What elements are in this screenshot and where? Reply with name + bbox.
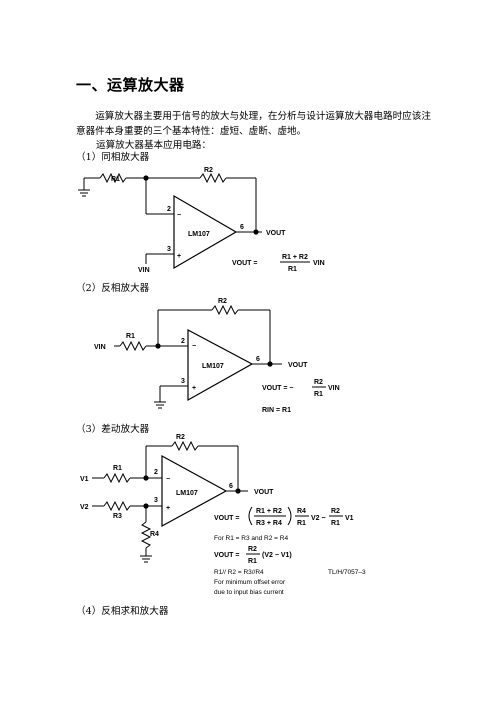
formula-mid: V2 −	[311, 515, 326, 522]
plus-sign: +	[177, 253, 181, 260]
minus-sign: −	[177, 212, 181, 219]
caption-non-inverting: （1）同相放大器	[76, 152, 150, 163]
circuit-non-inverting: R1 R2 2 − 3 + LM107 6 VOUT VIN VOUT = R1…	[78, 167, 325, 274]
plus-sign: +	[192, 385, 196, 392]
offset-note-line2: due to input bias current	[214, 589, 284, 596]
resistor-r2	[199, 172, 227, 184]
caption-inverting: （2）反相放大器	[76, 283, 150, 294]
formula-tail: VIN	[313, 260, 325, 267]
minus-sign: −	[192, 343, 196, 350]
applications-intro: 运算放大器基本应用电路：	[96, 140, 212, 151]
input-resistance: RIN = R1	[262, 407, 291, 414]
formula-denominator: R1	[288, 266, 297, 273]
caption-differential: （3）差动放大器	[76, 424, 150, 435]
formula-numerator: R1 + R2	[282, 254, 308, 261]
label-r3: R3	[113, 513, 122, 520]
formula2-numerator: R2	[248, 546, 257, 553]
formula-tail: VIN	[328, 385, 340, 392]
opamp-label: LM107	[202, 363, 224, 370]
formula-tail: V1	[345, 515, 354, 522]
formula2-tail: (V2 − V1)	[262, 552, 292, 559]
formula-lhs: VOUT =	[232, 260, 257, 267]
formula-frac3-den: R1	[331, 520, 340, 527]
label-v1: V1	[80, 476, 89, 483]
opamp-label: LM107	[176, 490, 198, 497]
offset-note-line1: For minimum offset error	[214, 579, 286, 586]
formula-lhs: VOUT =	[214, 515, 239, 522]
label-r2: R2	[218, 298, 227, 305]
condition-text: For R1 = R3 and R2 = R4	[214, 535, 288, 542]
pin-2: 2	[167, 206, 171, 213]
formula-frac2-den: R1	[297, 520, 306, 527]
circuit-differential: V1 V2 R1 R2 R3 R4 2 − 3 + LM107 6 VOUT V…	[80, 434, 366, 596]
label-r4: R4	[150, 531, 159, 538]
pin-3: 3	[167, 246, 171, 253]
resistor-r1	[103, 472, 131, 484]
formula-frac2-num: R4	[297, 508, 306, 515]
label-vout: VOUT	[288, 362, 308, 369]
formula-frac1-den: R3 + R4	[256, 520, 282, 527]
intro-paragraph: 运算放大器主要用于信号的放大与处理，在分析与设计运算放大器电路时应该注意器件本身…	[76, 111, 431, 137]
formula-numerator: R2	[314, 379, 323, 386]
resistor-r3	[103, 500, 131, 512]
opamp-lm107	[161, 454, 228, 528]
pin-3: 3	[154, 497, 158, 504]
pin-2: 2	[154, 469, 158, 476]
pin-6: 6	[229, 483, 233, 490]
label-vout: VOUT	[266, 230, 286, 237]
opamp-lm107	[187, 329, 254, 402]
pin-6: 6	[240, 224, 244, 231]
plus-sign: +	[166, 505, 170, 512]
label-vin: VIN	[138, 267, 150, 274]
formula2-denominator: R1	[248, 558, 257, 565]
pin-2: 2	[181, 338, 185, 345]
resistor-r1	[119, 340, 147, 352]
pin-3: 3	[181, 378, 185, 385]
resistor-r2	[171, 440, 199, 452]
opamp-label: LM107	[188, 231, 210, 238]
label-r2: R2	[176, 434, 185, 441]
label-vout: VOUT	[254, 489, 274, 496]
label-vin: VIN	[94, 344, 106, 351]
label-r1: R1	[126, 333, 135, 340]
minus-sign: −	[166, 476, 170, 483]
label-r1: R1	[111, 176, 120, 183]
opamp-lm107	[173, 194, 238, 270]
pin-6: 6	[256, 356, 260, 363]
formula-lhs: VOUT = −	[262, 385, 294, 392]
formula2-lhs: VOUT =	[214, 552, 239, 559]
caption-inverting-summing: （4）反相求和放大器	[76, 606, 169, 617]
resistor-r2	[211, 304, 239, 316]
circuit-inverting: VIN R1 R2 2 − 3 + LM107 6 VOUT VOUT = − …	[94, 298, 340, 414]
figure-reference: TL/H/7057–3	[328, 569, 366, 576]
resistor-r1	[99, 172, 127, 184]
label-r1: R1	[113, 465, 122, 472]
formula-frac1-num: R1 + R2	[256, 508, 282, 515]
label-v2: V2	[80, 504, 89, 511]
formula-frac3-num: R2	[331, 508, 340, 515]
parallel-condition: R1// R2 = R3//R4	[214, 569, 264, 576]
resistor-r4	[140, 521, 152, 549]
label-r2: R2	[204, 167, 213, 174]
formula-denominator: R1	[314, 391, 323, 398]
section-heading: 一、运算放大器	[76, 76, 185, 94]
